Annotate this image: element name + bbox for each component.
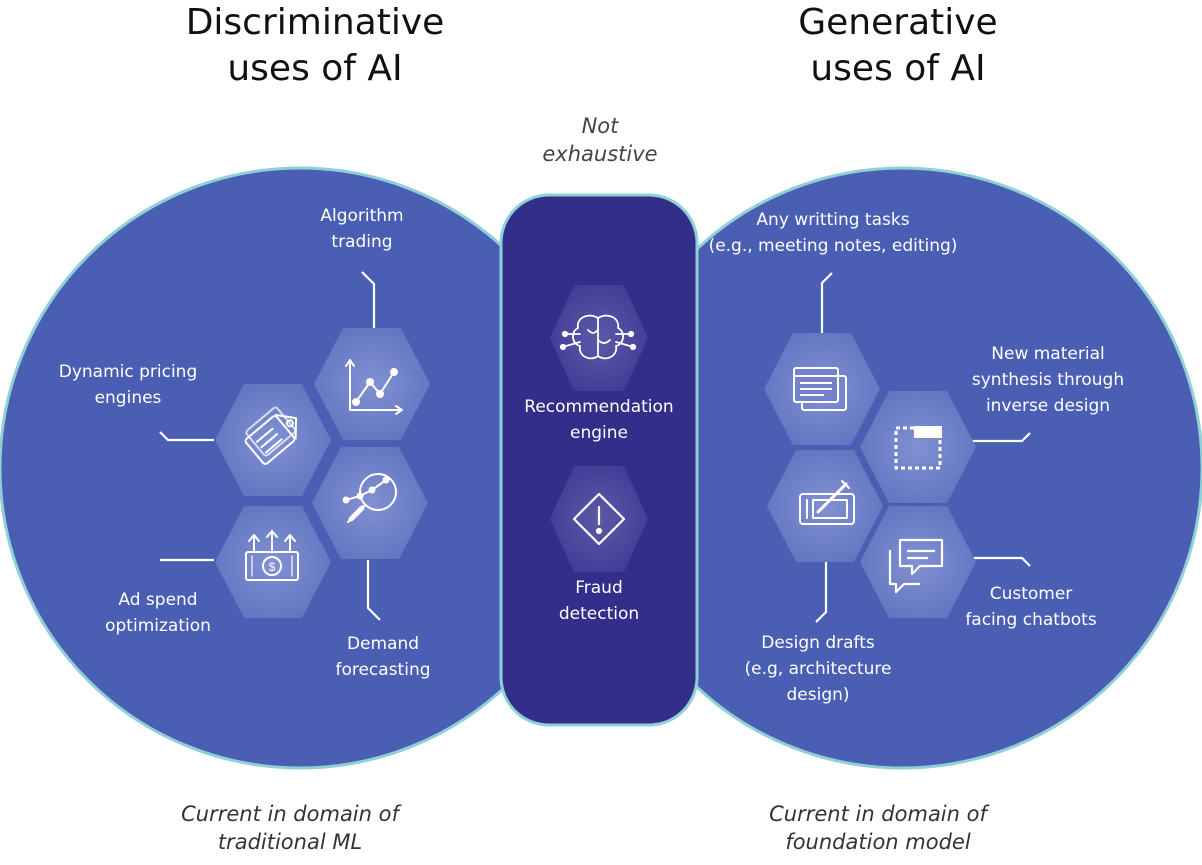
demand-forecasting-label: Demand forecasting [335, 634, 431, 680]
warning-diamond-icon [572, 492, 626, 546]
fraud-detection-label: Fraud detection [558, 578, 640, 624]
material-synthesis-label: New material synthesis through inverse d… [971, 344, 1125, 416]
algorithm-trading-label: Algorithm trading [320, 206, 404, 252]
hex-chatbots [860, 506, 976, 618]
drawing-tablet-icon [799, 480, 855, 525]
brain-circuit-icon [559, 314, 637, 360]
money-arrows-icon: $ [245, 530, 299, 581]
dashed-square-icon [894, 426, 942, 470]
connector-lines [159, 271, 1031, 623]
discriminative-caption: Current in domain of traditional ML [181, 802, 399, 854]
line-chart-icon [345, 359, 403, 415]
svg-text:$: $ [269, 560, 276, 574]
price-tag-icon [244, 406, 298, 465]
overlap-panel [499, 193, 699, 727]
hex-demand-forecasting [312, 447, 428, 559]
writing-tasks-label: Any writting tasks (e.g., meeting notes,… [708, 210, 958, 256]
generative-heading: Generative uses of AI [798, 2, 998, 89]
dynamic-pricing-label: Dynamic pricing engines [58, 362, 198, 408]
ad-spend-label: Ad spend optimization [105, 590, 211, 636]
recommendation-engine-label: Recommendation engine [524, 397, 674, 443]
not-exhaustive-note: Not exhaustive [542, 114, 658, 166]
customer-chatbots-label: Customer facing chatbots [965, 584, 1097, 630]
chat-bubbles-icon [888, 538, 944, 594]
discriminative-heading: Discriminative uses of AI [185, 2, 445, 89]
hex-ad-spend [215, 506, 331, 618]
generative-caption: Current in domain of foundation model [769, 802, 987, 854]
documents-icon [793, 367, 847, 411]
hex-dynamic-pricing [215, 384, 331, 496]
design-drafts-label: Design drafts (e.g, architecture design) [744, 633, 892, 705]
hex-material [860, 391, 976, 503]
magnifier-chart-icon [342, 473, 397, 523]
hex-recommendation [550, 285, 648, 391]
